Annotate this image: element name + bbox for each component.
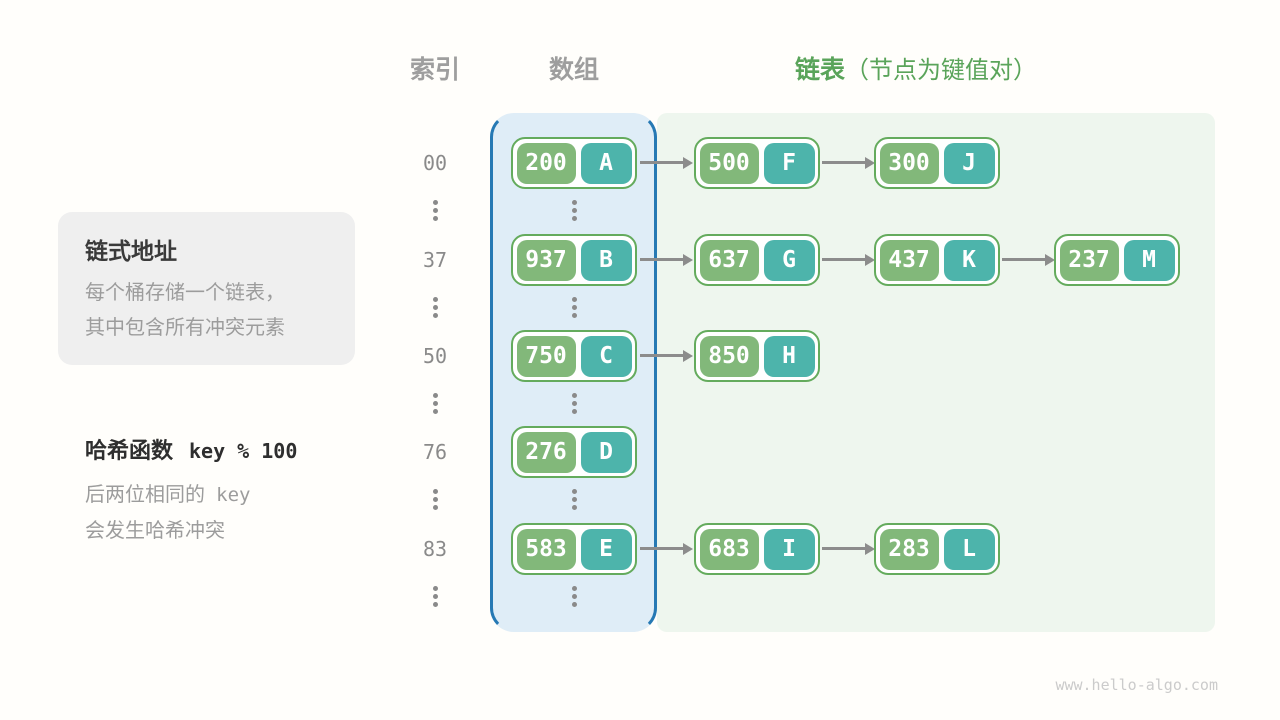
vertical-ellipsis-icon — [571, 200, 577, 221]
hash-function-label: 哈希函数 — [85, 438, 174, 463]
value-cell: K — [943, 239, 995, 281]
index-label: 76 — [422, 440, 448, 464]
hash-note-body: 后两位相同的 key 会发生哈希冲突 — [85, 477, 297, 549]
value-cell: I — [763, 528, 815, 570]
value-cell: F — [763, 142, 815, 184]
header-index: 索引 — [409, 56, 460, 84]
value-cell: A — [580, 142, 632, 184]
value-cell: H — [763, 335, 815, 377]
index-label: 00 — [422, 151, 448, 175]
key-cell: 200 — [516, 142, 576, 184]
value-cell: J — [943, 142, 995, 184]
index-label: 83 — [422, 537, 448, 561]
value-cell: L — [943, 528, 995, 570]
vertical-ellipsis-icon — [432, 586, 438, 607]
header-array: 数组 — [548, 56, 599, 84]
chain-node: 283 L — [874, 523, 1000, 575]
value-cell: M — [1123, 239, 1175, 281]
header-linked-list: 链表（节点为键值对） — [795, 54, 1037, 86]
index-label: 37 — [422, 248, 448, 272]
chain-node: 437 K — [874, 234, 1000, 286]
vertical-ellipsis-icon — [571, 297, 577, 318]
header-linked-list-note: （节点为键值对） — [845, 57, 1038, 84]
key-cell: 283 — [879, 528, 939, 570]
arrow-right-icon — [1002, 253, 1055, 266]
arrow-right-icon — [640, 349, 693, 362]
arrow-right-icon — [822, 542, 875, 555]
bucket-node: 200 A — [511, 137, 637, 189]
key-cell: 750 — [516, 335, 576, 377]
value-cell: E — [580, 528, 632, 570]
index-label: 50 — [422, 344, 448, 368]
key-cell: 237 — [1059, 239, 1119, 281]
key-cell: 583 — [516, 528, 576, 570]
key-cell: 276 — [516, 431, 576, 473]
bucket-node: 583 E — [511, 523, 637, 575]
key-cell: 850 — [699, 335, 759, 377]
value-cell: B — [580, 239, 632, 281]
vertical-ellipsis-icon — [432, 489, 438, 510]
vertical-ellipsis-icon — [432, 393, 438, 414]
bucket-node: 937 B — [511, 234, 637, 286]
bucket-node: 750 C — [511, 330, 637, 382]
vertical-ellipsis-icon — [432, 200, 438, 221]
hash-note-code: key — [216, 484, 251, 506]
chain-node: 637 G — [694, 234, 820, 286]
vertical-ellipsis-icon — [571, 586, 577, 607]
header-linked-list-label: 链表 — [795, 56, 846, 84]
arrow-right-icon — [640, 156, 693, 169]
key-cell: 300 — [879, 142, 939, 184]
legend-body: 每个桶存储一个链表， 其中包含所有冲突元素 — [85, 276, 328, 346]
arrow-right-icon — [640, 542, 693, 555]
key-cell: 937 — [516, 239, 576, 281]
legend-box: 链式地址 每个桶存储一个链表， 其中包含所有冲突元素 — [58, 212, 355, 365]
arrow-right-icon — [822, 253, 875, 266]
chain-node: 500 F — [694, 137, 820, 189]
vertical-ellipsis-icon — [432, 297, 438, 318]
hash-note-text: 后两位相同的 — [85, 484, 205, 506]
arrow-right-icon — [640, 253, 693, 266]
key-cell: 637 — [699, 239, 759, 281]
hash-note-line: 后两位相同的 key — [85, 477, 297, 513]
hash-function-title: 哈希函数 key % 100 — [85, 433, 297, 465]
key-cell: 437 — [879, 239, 939, 281]
vertical-ellipsis-icon — [571, 489, 577, 510]
bucket-node: 276 D — [511, 426, 637, 478]
watermark: www.hello-algo.com — [1055, 676, 1218, 694]
chain-node: 300 J — [874, 137, 1000, 189]
legend-title: 链式地址 — [85, 238, 177, 264]
key-cell: 500 — [699, 142, 759, 184]
value-cell: G — [763, 239, 815, 281]
chain-node: 683 I — [694, 523, 820, 575]
key-cell: 683 — [699, 528, 759, 570]
vertical-ellipsis-icon — [571, 393, 577, 414]
legend-line: 每个桶存储一个链表， — [85, 282, 285, 304]
legend-line: 其中包含所有冲突元素 — [85, 317, 285, 339]
hash-note-line: 会发生哈希冲突 — [85, 520, 225, 542]
chain-node: 237 M — [1054, 234, 1180, 286]
value-cell: D — [580, 431, 632, 473]
hash-function-note: 哈希函数 key % 100 后两位相同的 key 会发生哈希冲突 — [85, 433, 297, 549]
value-cell: C — [580, 335, 632, 377]
hash-function-formula: key % 100 — [189, 439, 298, 463]
chain-node: 850 H — [694, 330, 820, 382]
arrow-right-icon — [822, 156, 875, 169]
